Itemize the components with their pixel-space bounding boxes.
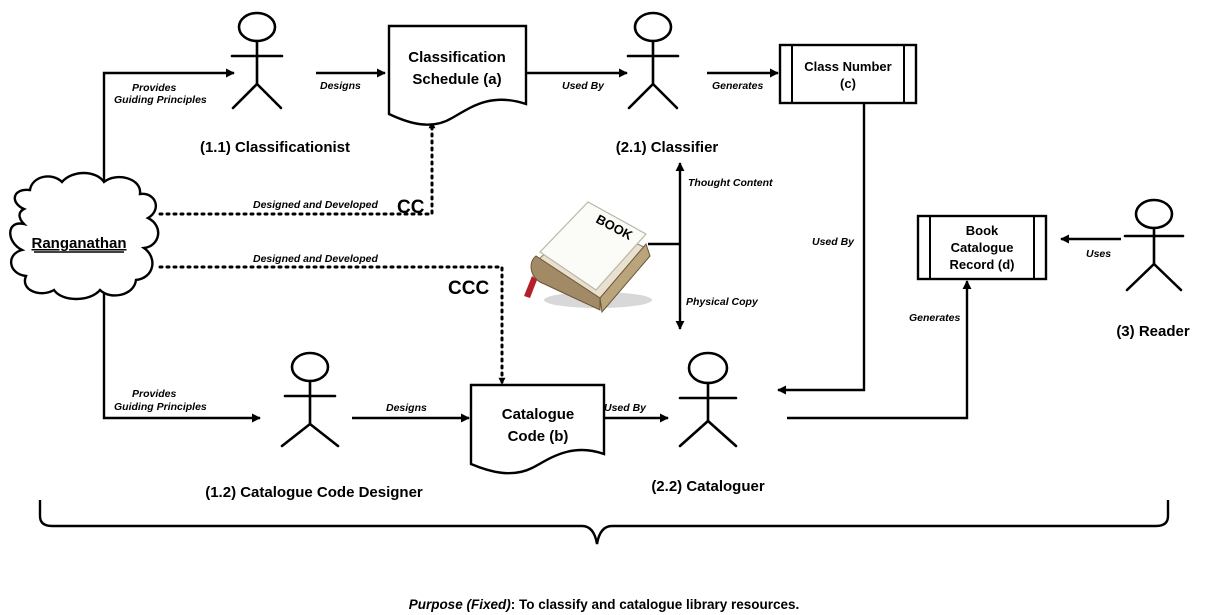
- cataloguer-label: (2.2) Cataloguer: [651, 478, 765, 495]
- purpose-brace: [38, 500, 1170, 545]
- purpose-footer: Purpose (Fixed): To classify and catalog…: [409, 597, 800, 612]
- classification-schedule-document: Classification Schedule (a): [387, 24, 528, 126]
- provides-label-2-line-1: Provides: [132, 388, 177, 400]
- catalogue-code-designer-label: (1.2) Catalogue Code Designer: [205, 484, 423, 501]
- book-image: BOOK: [524, 201, 652, 314]
- record-line-1: Book: [966, 223, 999, 238]
- used-by-label-2: Used By: [604, 402, 647, 414]
- provides-label-1-line-1: Provides: [132, 82, 177, 94]
- class-number-box: Class Number (c): [778, 43, 918, 105]
- used-by-label-3: Used By: [812, 236, 855, 248]
- edge-dotted-ccc: [158, 265, 506, 386]
- edge-used-by-cataloguer: [777, 103, 866, 395]
- schedule-line-2: Schedule (a): [412, 71, 501, 88]
- cataloguer-figure: [678, 351, 738, 448]
- book-spine: [530, 255, 601, 311]
- catalogue-code-document: Catalogue Code (b): [469, 383, 606, 475]
- generates-label-1: Generates: [712, 80, 764, 92]
- reader-label: (3) Reader: [1116, 323, 1190, 340]
- designs-label-2: Designs: [386, 402, 427, 414]
- record-line-3: Record (d): [950, 257, 1015, 272]
- book-bookmark: [524, 276, 537, 298]
- generates-label-2: Generates: [909, 312, 961, 324]
- reader-figure: [1123, 198, 1185, 292]
- book-catalogue-record-box: Book Catalogue Record (d): [916, 214, 1048, 281]
- designs-label-1: Designs: [320, 80, 361, 92]
- class-number-line-1: Class Number: [804, 59, 891, 74]
- provides-label-1-line-2: Guiding Principles: [114, 94, 207, 106]
- cc-code-label: CC: [397, 197, 425, 218]
- designed-developed-label-2: Designed and Developed: [253, 253, 378, 265]
- code-line-1: Catalogue: [502, 406, 575, 423]
- purpose-text: : To classify and catalogue library reso…: [511, 597, 800, 612]
- edge-provides-designer: [102, 287, 261, 423]
- provides-label-2-line-2: Guiding Principles: [114, 401, 207, 413]
- thought-content-label: Thought Content: [688, 177, 773, 189]
- record-line-2: Catalogue: [951, 240, 1014, 255]
- uses-label: Uses: [1086, 248, 1111, 260]
- classificationist-label: (1.1) Classificationist: [200, 139, 350, 156]
- code-line-2: Code (b): [508, 428, 569, 445]
- ranganathan-label: Ranganathan: [31, 235, 126, 252]
- schedule-line-1: Classification: [408, 49, 506, 66]
- used-by-label-1: Used By: [562, 80, 605, 92]
- edge-generates-record: [787, 280, 972, 420]
- book-cover: [539, 201, 647, 291]
- classifier-label: (2.1) Classifier: [616, 139, 719, 156]
- cloud-shape: [9, 171, 160, 301]
- book-spine-side: [599, 243, 651, 314]
- purpose-label: Purpose (Fixed): [409, 597, 512, 612]
- classifier-figure: [626, 11, 680, 110]
- class-number-line-2: (c): [840, 76, 856, 91]
- designed-developed-label-1: Designed and Developed: [253, 199, 378, 211]
- physical-copy-label: Physical Copy: [686, 296, 759, 308]
- catalogue-code-designer-figure: [280, 351, 340, 448]
- classificationist-figure: [230, 11, 284, 110]
- edge-dotted-cc: [158, 120, 436, 216]
- ranganathan-node: Ranganathan: [9, 171, 160, 301]
- edge-provides-classificationist: [102, 68, 235, 197]
- ccc-code-label: CCC: [448, 278, 489, 299]
